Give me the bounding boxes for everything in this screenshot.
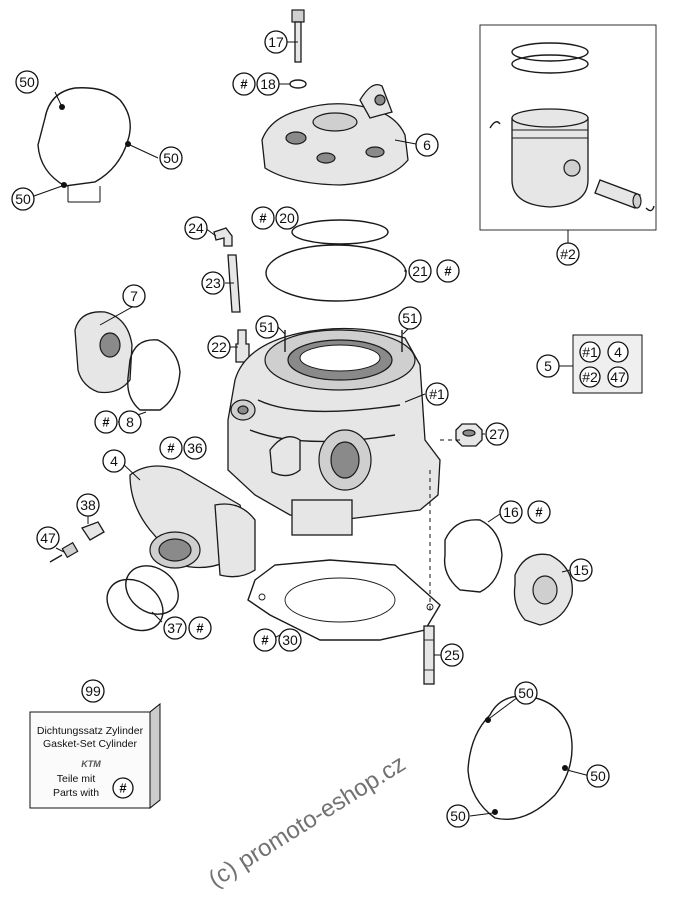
box5-r2b: 47 (610, 369, 626, 385)
callout-24: 24 (188, 220, 204, 236)
sealing-ring (289, 79, 307, 89)
bracket (81, 521, 105, 541)
head-bolt (291, 9, 305, 63)
callout-21: 21 (412, 263, 428, 279)
hash-37: # (196, 621, 204, 636)
cover-gasket-bottom (467, 695, 573, 820)
hash-18: # (240, 77, 248, 92)
callout-50-b: 50 (163, 150, 179, 166)
kit-line-1: Dichtungssatz Zylinder (37, 725, 144, 737)
kit-line-3: Teile mit (57, 773, 96, 785)
callout-99: 99 (85, 683, 101, 699)
circlip-left (489, 121, 501, 129)
callout-50-d: 50 (518, 685, 534, 701)
callout-2: #2 (560, 246, 576, 262)
callout-47: 47 (40, 530, 56, 546)
cylinder (227, 327, 441, 536)
callout-38: 38 (80, 497, 96, 513)
ktm-logo: KTM (81, 759, 101, 769)
callout-17: 17 (268, 34, 284, 50)
callout-4: 4 (110, 453, 118, 469)
callout-20: 20 (279, 210, 295, 226)
callout-18: 18 (260, 76, 276, 92)
cover-gasket (127, 339, 181, 411)
screw (49, 541, 79, 563)
kit-line-2: Gasket-Set Cylinder (43, 738, 137, 750)
wrist-pin (594, 179, 642, 209)
callout-8: 8 (126, 414, 134, 430)
callout-51-a: 51 (259, 319, 275, 335)
cover-gasket-top (37, 87, 131, 187)
exhaust-gasket (443, 519, 503, 593)
callout-22: 22 (211, 339, 227, 355)
callout-6: 6 (423, 137, 431, 153)
box5-r2a: #2 (582, 369, 598, 385)
callout-1: #1 (429, 386, 445, 402)
kit-hash: # (119, 781, 127, 796)
elbow-fitting (213, 227, 233, 247)
callout-50-f: 50 (450, 808, 466, 824)
piston (511, 108, 589, 208)
hash-8: # (102, 415, 110, 430)
watermark: (c) promoto-eshop.cz (204, 750, 411, 893)
callout-7: 7 (130, 288, 138, 304)
callout-36: 36 (187, 440, 203, 456)
callout-5: 5 (544, 358, 552, 374)
hash-16: # (535, 505, 543, 520)
box5-r1b: 4 (614, 344, 622, 360)
intake-flange (129, 465, 256, 578)
callout-25: 25 (444, 647, 460, 663)
callout-37: 37 (167, 620, 183, 636)
circlip-right (645, 205, 655, 212)
callout-51-b: 51 (402, 310, 418, 326)
hash-20: # (259, 211, 267, 226)
callout-15: 15 (573, 562, 589, 578)
hash-30: # (261, 633, 269, 648)
o-ring-large (265, 244, 407, 302)
callout-50-c: 50 (15, 191, 31, 207)
callout-27: 27 (489, 426, 505, 442)
o-ring-37b (106, 578, 164, 632)
nipple (235, 329, 250, 363)
hash-36: # (167, 441, 175, 456)
o-ring-small (291, 219, 389, 245)
cylinder-head (261, 83, 409, 186)
box5-r1a: #1 (582, 344, 598, 360)
kit-line-4: Parts with (53, 787, 99, 799)
callout-30: 30 (282, 632, 298, 648)
callout-16: 16 (503, 504, 519, 520)
callout-23: 23 (205, 275, 221, 291)
callout-50-a: 50 (19, 74, 35, 90)
piston-rings (511, 42, 589, 74)
nut (455, 423, 483, 447)
hash-21: # (444, 264, 452, 279)
base-gasket (247, 559, 441, 641)
stud-25 (423, 625, 435, 685)
callout-50-e: 50 (590, 768, 606, 784)
o-ring-37a (125, 565, 179, 615)
